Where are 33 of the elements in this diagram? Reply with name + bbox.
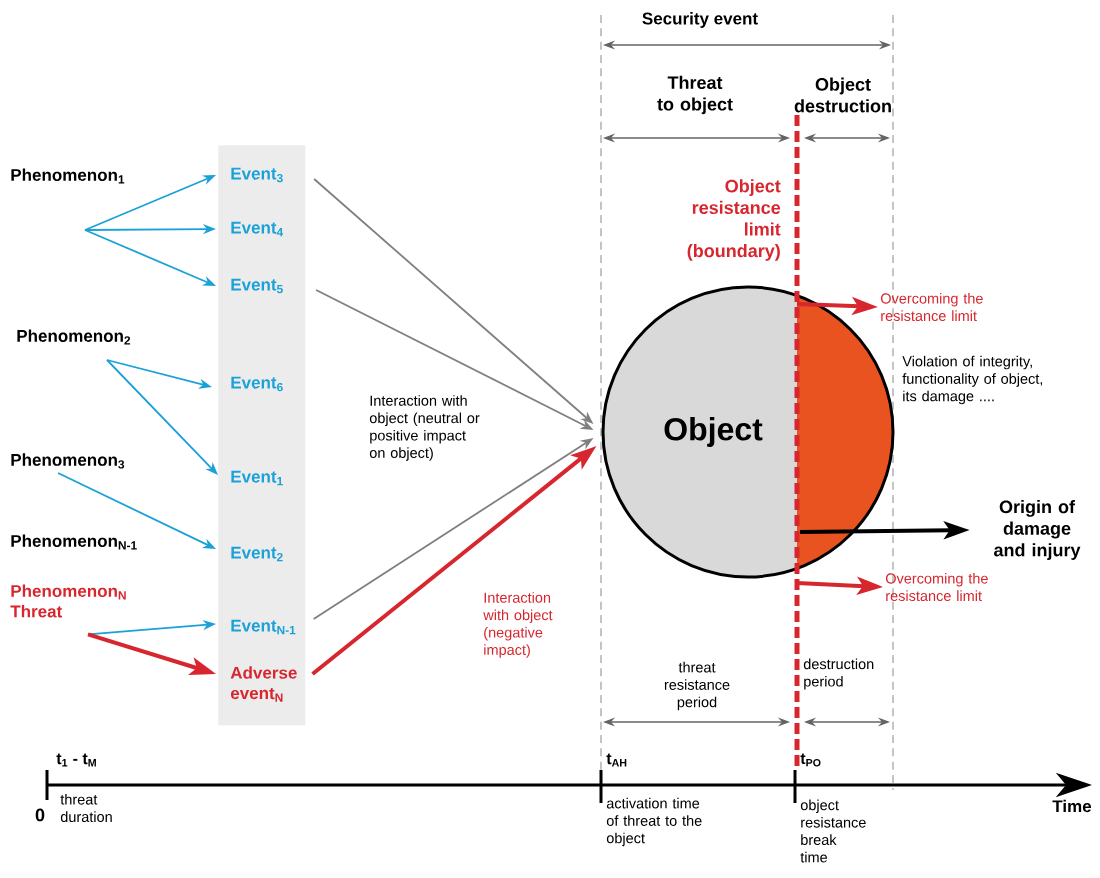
phenomenon-label: Phenomenon$_{2}$ (17, 329, 131, 345)
dimension-label: Threat to object (657, 75, 733, 115)
event-label: Event$_{3}$ (231, 167, 283, 183)
tick-label: t$_{AH}$ (606, 753, 627, 767)
note-text: Violation of integrity, functionality of object, its damage .... (902, 355, 1043, 405)
boundary-label: Object resistance limit (boundary) (687, 179, 781, 261)
tick-label: t$_{1}$ - t$_{M}$ (56, 753, 96, 767)
dimension-label: Object destruction (794, 77, 891, 113)
event-label: Adverse event$_{N}$ (230, 666, 297, 702)
phenomenon-label: Phenomenon$_{1}$ (11, 168, 125, 184)
dimension-label: destruction period (803, 658, 874, 690)
arrow (106, 359, 218, 475)
phenomenon-label: Phenomenon$_{N}$ Threat (10, 584, 126, 618)
tick-label: 0 (35, 808, 45, 822)
phenomenon-label: Phenomenon$_{N-1}$ (11, 534, 137, 550)
axis-label: Time (1052, 799, 1092, 813)
tick-note: threat duration (60, 793, 112, 823)
event-label: Event$_{5}$ (231, 278, 283, 294)
event-panel (218, 145, 306, 726)
tick-note: activation time of threat to the object (606, 797, 702, 847)
event-label: Event$_{N-1}$ (231, 619, 296, 635)
phenomenon-label: Phenomenon$_{3}$ (11, 453, 125, 469)
outcome-label: Origin of damage and injury (994, 500, 1081, 560)
event-label: Event$_{6}$ (231, 376, 283, 392)
event-label: Event$_{4}$ (231, 221, 284, 237)
dimension-label: threat resistance period (664, 661, 730, 711)
tick-note: object resistance break time (800, 799, 866, 863)
tick-label: t$_{PO}$ (800, 753, 821, 767)
event-label: Event$_{1}$ (231, 470, 283, 486)
note-text: Interaction with object (neutral or positive impact on object) (369, 395, 480, 461)
event-label: Event$_{2}$ (231, 546, 283, 562)
note-text: Interaction with object (negative impact) (483, 592, 553, 658)
dimension-label: Security event (642, 12, 758, 28)
